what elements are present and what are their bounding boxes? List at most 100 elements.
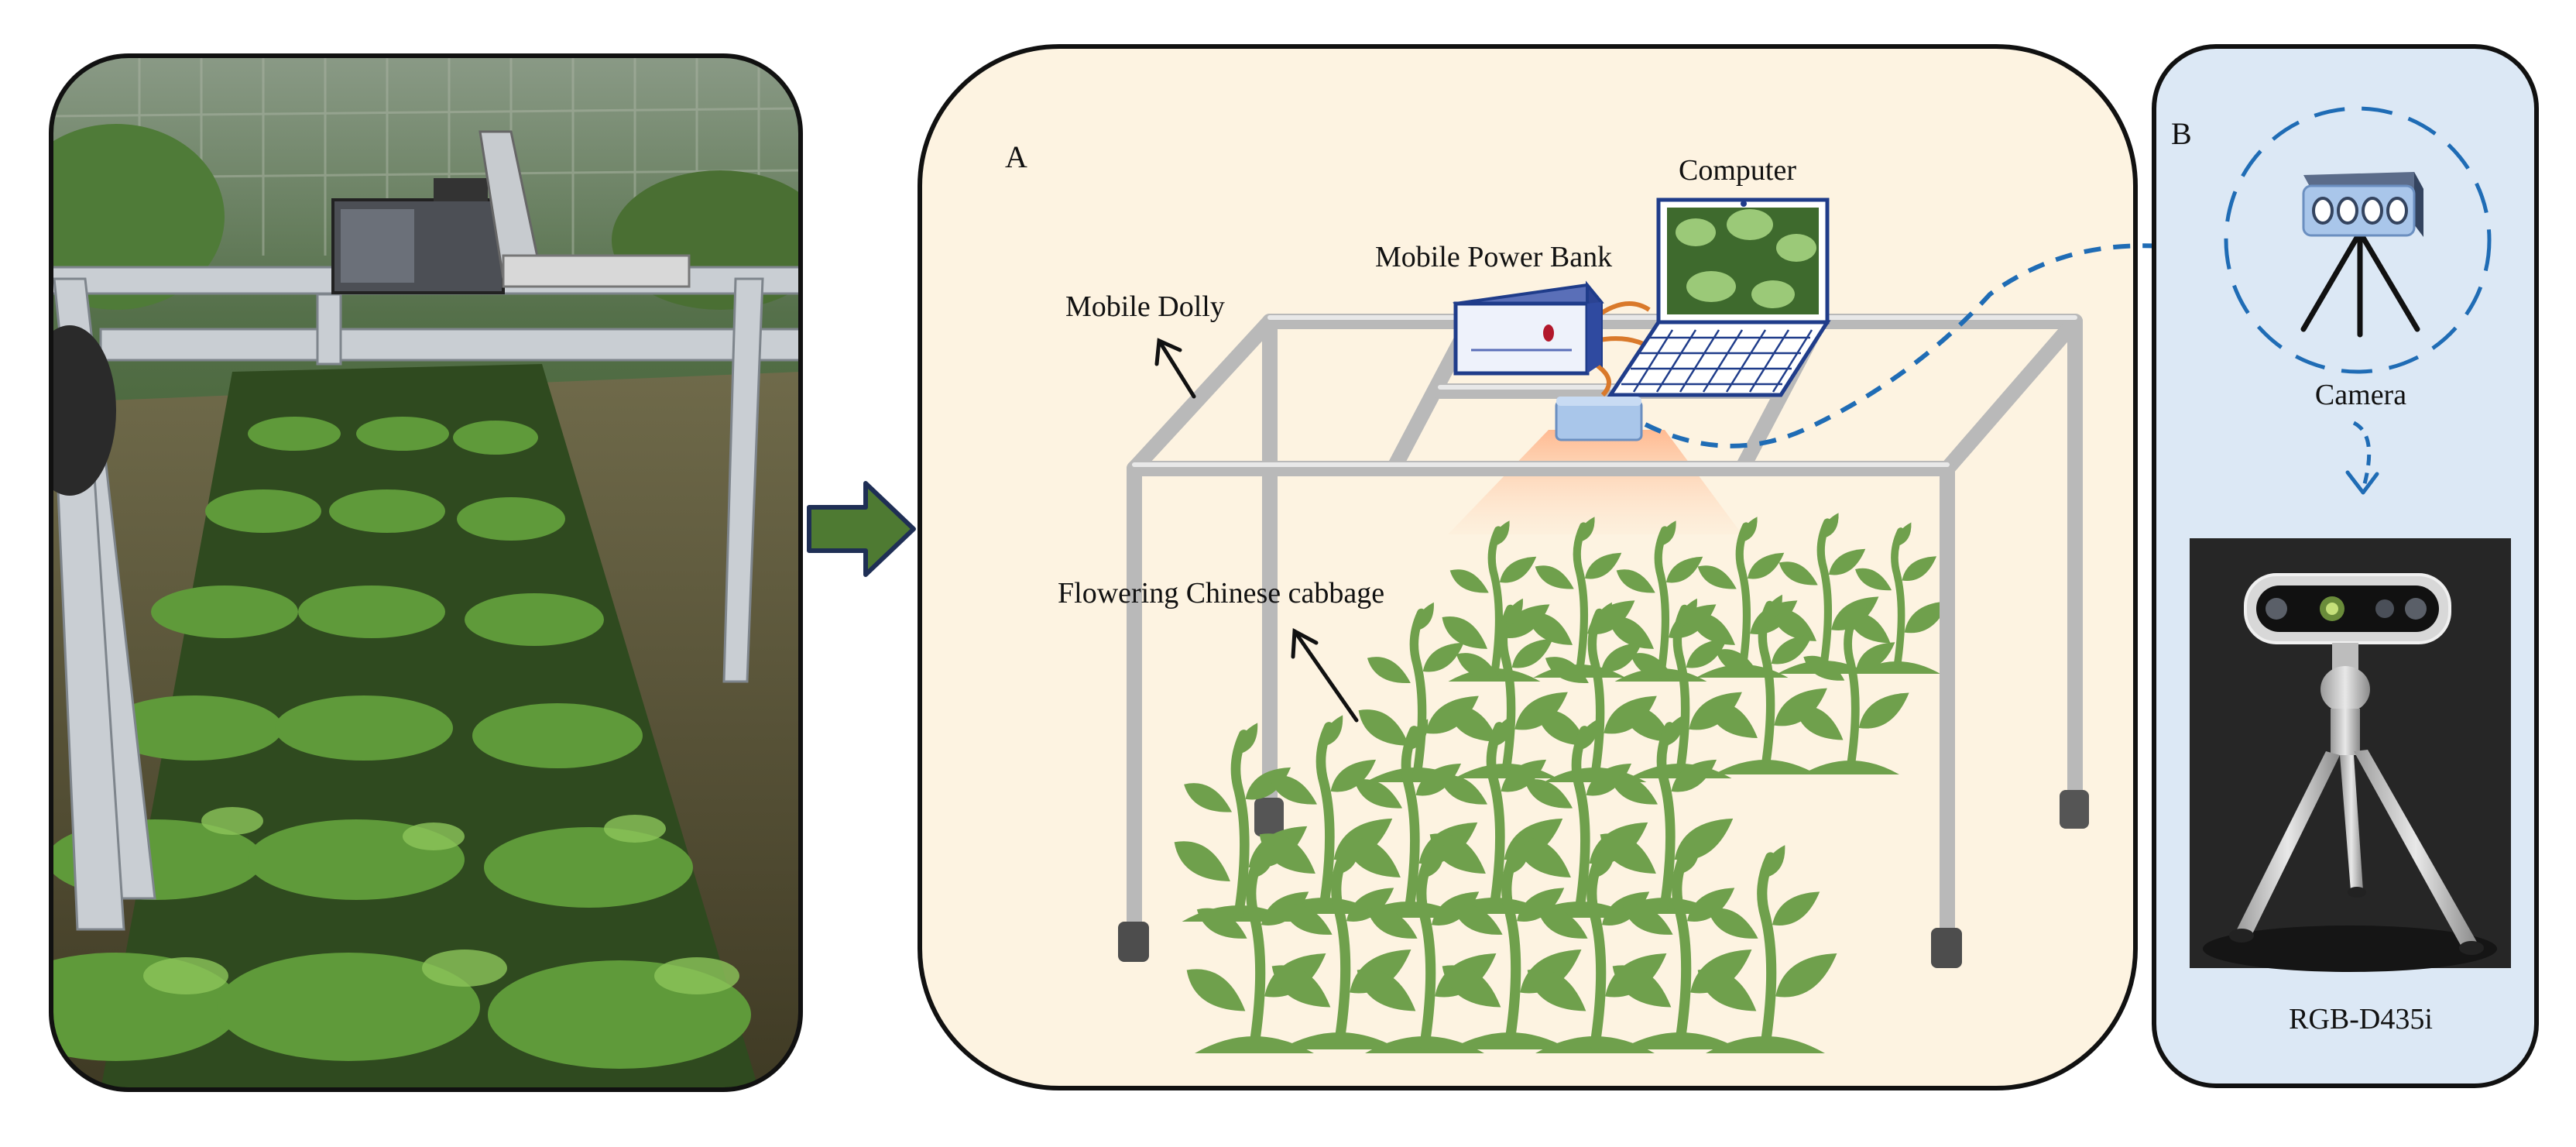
cabbage-leaf bbox=[1630, 653, 1674, 679]
cabbage-stem bbox=[1246, 852, 1266, 1050]
cabbage-leaf bbox=[1354, 779, 1403, 809]
cabbage-stem bbox=[1586, 852, 1607, 1050]
depth-camera-icon bbox=[1555, 397, 1643, 441]
cabbage-leaf bbox=[1742, 517, 1758, 542]
cabbage-leaf bbox=[1346, 888, 1394, 922]
cabbage-leaf bbox=[1501, 759, 1547, 792]
panel-b-letter: B bbox=[2171, 116, 2192, 151]
cabbage-leaf bbox=[1580, 719, 1599, 750]
cabbage-leaf bbox=[1600, 833, 1656, 874]
cabbage-stem bbox=[1757, 852, 1777, 1050]
cabbage-stem bbox=[1891, 527, 1905, 671]
cabbage-leaf bbox=[1545, 657, 1589, 683]
cabbage-leaf bbox=[1686, 638, 1727, 668]
cabbage-stem bbox=[1331, 848, 1351, 1046]
cabbage-leaf bbox=[1527, 613, 1573, 645]
camera-link-dashed-arrow bbox=[1644, 243, 2192, 448]
cabbage-leaf bbox=[1803, 655, 1845, 681]
cabbage-leaf bbox=[1409, 719, 1429, 750]
cabbage-leaf bbox=[1697, 565, 1737, 589]
cabbage-leaf bbox=[1580, 517, 1595, 542]
cabbage-leaf bbox=[1779, 561, 1818, 586]
dolly-pointer-arrow bbox=[1157, 338, 1196, 399]
cabbage-leaf bbox=[1586, 763, 1632, 796]
cabbage-leaf bbox=[1527, 969, 1586, 1011]
cabbage-plant bbox=[1697, 845, 1837, 1053]
camera-zoom-circle bbox=[2224, 106, 2492, 374]
cabbage-leaf bbox=[1196, 908, 1247, 939]
cabbage-leaf bbox=[1447, 706, 1498, 742]
cabbage-leaf bbox=[1765, 845, 1785, 878]
cabbage-leaf bbox=[1422, 642, 1464, 672]
cabbage-leaf bbox=[1904, 601, 1950, 634]
cabbage-stem bbox=[1501, 848, 1521, 1046]
cabbage-stem bbox=[1486, 722, 1505, 911]
depth-camera-icon bbox=[2302, 172, 2423, 237]
cabbage-plant bbox=[1271, 841, 1411, 1049]
camera-light-cone bbox=[1448, 430, 1742, 534]
camera-model-label: RGB-D435i bbox=[2289, 1003, 2433, 1035]
dolly-wheel bbox=[1118, 922, 1149, 962]
cabbage-leaf bbox=[1772, 891, 1820, 925]
cabbage-leaf bbox=[1358, 709, 1409, 746]
cabbage-plant bbox=[1795, 603, 1909, 774]
cabbage-leaf bbox=[1680, 598, 1697, 627]
panel-a: A bbox=[918, 44, 2209, 1090]
cabbage-leaf bbox=[1851, 603, 1867, 631]
cabbage-stem bbox=[1816, 518, 1833, 671]
cabbage-leaf bbox=[1429, 833, 1486, 874]
computer-label: Computer bbox=[1679, 154, 1796, 187]
cabbage-leaf bbox=[1442, 616, 1487, 649]
cabbage-leaf bbox=[1425, 845, 1445, 878]
cabbage-stem bbox=[1735, 522, 1751, 675]
cabbage-leaf bbox=[1697, 969, 1757, 1011]
cabbage-stem bbox=[1315, 722, 1335, 911]
battery-box-icon bbox=[1453, 280, 1604, 376]
realsense-camera-photo bbox=[2190, 538, 2511, 972]
cabbage-leaf bbox=[1621, 706, 1672, 742]
cabbage-stem bbox=[1573, 522, 1589, 675]
mobile-dolly-label: Mobile Dolly bbox=[1065, 290, 1225, 323]
cabbage-stem bbox=[1656, 722, 1676, 911]
cabbage-leaf bbox=[1584, 552, 1622, 579]
cabbage-leaf bbox=[1254, 845, 1274, 878]
cabbage-leaf bbox=[1616, 569, 1655, 593]
thick-right-arrow-icon bbox=[807, 481, 916, 577]
cabbage-leaf bbox=[1499, 556, 1537, 583]
cabbage-leaf bbox=[1516, 888, 1565, 922]
cabbage-leaf bbox=[1324, 715, 1343, 747]
panel-a-letter: A bbox=[1005, 139, 1027, 174]
cabbage-leaf bbox=[1367, 908, 1418, 939]
cabbage-leaf bbox=[1186, 969, 1246, 1011]
dolly-wheel bbox=[2060, 790, 2089, 829]
cabbage-leaf bbox=[1671, 759, 1717, 792]
cabbage-plants bbox=[1174, 513, 1950, 1053]
cabbage-leaf bbox=[1536, 709, 1587, 746]
cabbage-leaf bbox=[1367, 657, 1411, 683]
cabbage-leaf bbox=[1707, 908, 1758, 939]
cabbage-stem bbox=[1401, 726, 1420, 915]
cabbage-leaf bbox=[1174, 841, 1230, 882]
cabbage-leaf bbox=[1339, 841, 1360, 874]
field-photo bbox=[49, 53, 803, 1092]
dolly-wheel bbox=[1254, 798, 1284, 836]
cabbage-stem bbox=[1672, 604, 1690, 776]
cabbage-leaf bbox=[1357, 969, 1416, 1011]
cabbage-leaf bbox=[1511, 638, 1553, 668]
cabbage-pointer-arrow bbox=[1292, 629, 1359, 723]
cabbage-stem bbox=[1758, 600, 1775, 772]
dolly-wheel bbox=[1931, 928, 1962, 968]
cabbage-leaf bbox=[1415, 763, 1462, 796]
cabbage-leaf bbox=[1902, 556, 1937, 581]
cabbage-stem bbox=[1487, 526, 1504, 679]
cabbage-leaf bbox=[1665, 556, 1703, 583]
cabbage-leaf bbox=[1184, 783, 1233, 812]
cabbage-stem bbox=[1844, 610, 1860, 772]
cabbage-leaf bbox=[1281, 904, 1333, 935]
cabbage-leaf bbox=[1765, 594, 1782, 623]
cabbage-stem bbox=[1587, 608, 1605, 780]
cabbage-leaf bbox=[1856, 642, 1895, 670]
cabbage-stem bbox=[1498, 604, 1516, 776]
cabbage-leaf bbox=[1442, 965, 1501, 1008]
